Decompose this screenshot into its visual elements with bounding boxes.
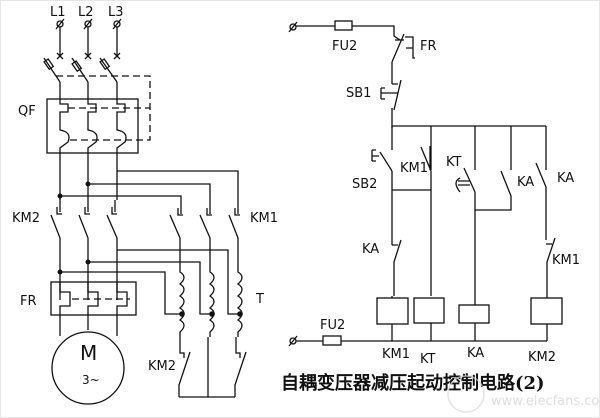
breaker-elements [59, 82, 127, 200]
breaker-box [46, 98, 139, 154]
ka-nc-label: KA [362, 242, 379, 257]
transformer-label: T [255, 292, 264, 307]
phase-label-l3: L3 [108, 5, 124, 20]
phase-label-l1: L1 [50, 5, 66, 20]
coil-kt [413, 297, 445, 324]
motor-icon [51, 331, 125, 405]
km1-nc-contact-icon [546, 237, 556, 296]
ka-no-contact-icon [475, 170, 512, 211]
transformer-winding-icon [178, 265, 243, 337]
watermark-text: www.elecfans.com [491, 394, 600, 409]
motor-type-label: 3~ [82, 373, 100, 387]
coil-label-ka: KA [467, 346, 484, 361]
contactor-km1-label: KM1 [250, 211, 278, 226]
contactor-km2-label: KM2 [12, 211, 40, 226]
km1-hold-contact-icon [420, 146, 432, 172]
fuse-bottom-icon [322, 335, 342, 346]
watermark-logo-icon [447, 375, 485, 413]
stop-button-icon [380, 79, 402, 111]
coil-label-km2: KM2 [528, 350, 556, 365]
isolator-x-icon [56, 52, 121, 60]
kt-timer-contact-icon [455, 167, 476, 210]
terminal-icon [288, 21, 298, 33]
star-contactor-label: KM2 [148, 359, 176, 374]
coil-ka [458, 304, 490, 324]
contactor-km2-contacts [50, 196, 118, 300]
overload-relay-label: FR [20, 294, 37, 309]
star-contactor-contacts [178, 337, 247, 398]
fuse-bottom-label: FU2 [320, 318, 345, 333]
main-circuit: L1 L2 L3 QF [12, 5, 278, 405]
stop-button-label: SB1 [346, 86, 371, 101]
motor-label: M [80, 341, 97, 365]
kt-contact-label: KT [446, 155, 462, 170]
start-button-label: SB2 [352, 177, 377, 192]
km1-hold-label: KM1 [400, 161, 428, 176]
fuse-top-icon [334, 20, 353, 31]
ka-no-contact-icon-right [535, 162, 547, 240]
ka-no-label-2: KA [517, 175, 534, 190]
phase-label-l2: L2 [78, 5, 94, 20]
coil-label-kt: KT [420, 352, 436, 367]
ka-no-label-3: KA [557, 171, 574, 186]
coil-km2 [530, 297, 563, 325]
terminal-icon [288, 335, 298, 347]
watermark: www.elecfans.com [447, 375, 600, 413]
fr-contact-icon [391, 33, 415, 63]
coil-km1 [376, 297, 409, 325]
km1-nc-label: KM1 [552, 253, 580, 268]
overload-relay-box [50, 281, 137, 316]
coil-label-km1: KM1 [382, 347, 410, 362]
breaker-label: QF [18, 104, 36, 119]
fuse-top-label: FU2 [332, 39, 357, 54]
diagram-title: 自耦变压器减压起动控制电路(2) [281, 372, 545, 394]
ka-nc-contact-icon [392, 239, 402, 296]
overload-relay-elements [59, 282, 130, 336]
contactor-km1-contacts [169, 208, 240, 265]
breaker-switch-icon [43, 57, 118, 83]
fr-contact-label: FR [420, 39, 437, 54]
start-button-icon [371, 126, 393, 172]
control-circuit: FU2 FR SB1 SB2 KM1 [288, 20, 580, 367]
